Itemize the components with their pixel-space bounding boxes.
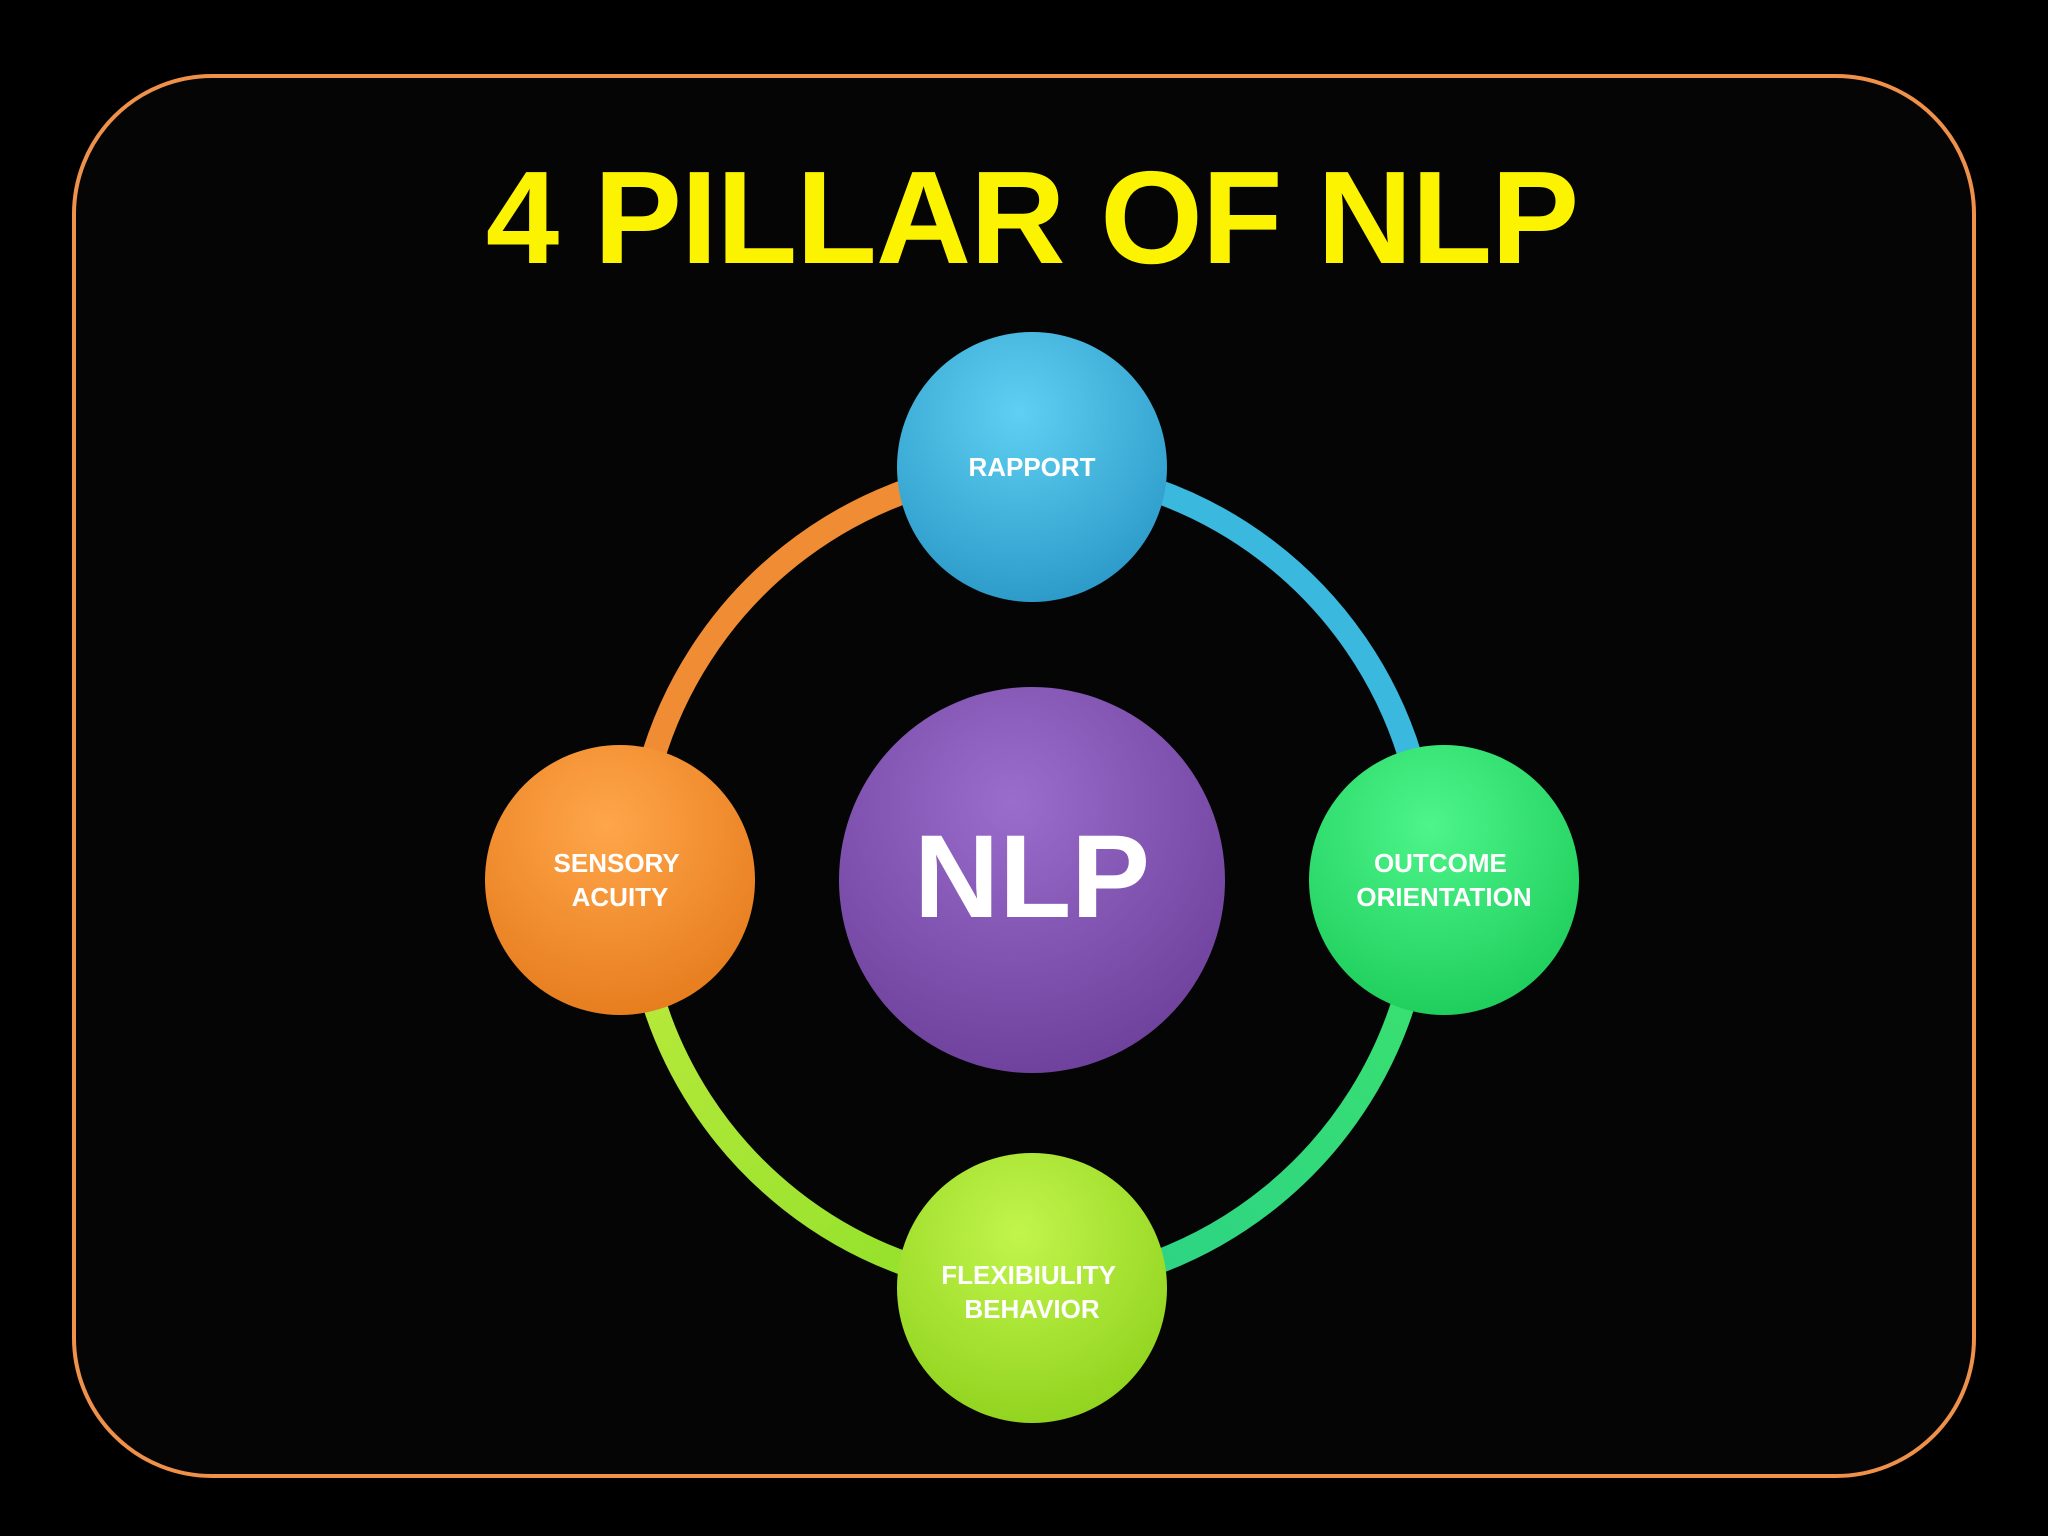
pillar-outcome-line-1: OUTCOME	[1374, 848, 1507, 878]
pillar-sensory-label: SENSORY ACUITY	[554, 848, 687, 912]
center-node: NLP	[839, 687, 1225, 1073]
center-label: NLP	[914, 811, 1150, 943]
pillar-flexibility-line-2: BEHAVIOR	[964, 1294, 1100, 1324]
pillar-flexibility: FLEXIBIULITY BEHAVIOR	[897, 1153, 1167, 1423]
pillar-sensory: SENSORY ACUITY	[485, 745, 755, 1015]
pillar-outcome-label: OUTCOME ORIENTATION	[1356, 848, 1531, 912]
pillar-rapport-line-1: RAPPORT	[968, 452, 1095, 482]
pillar-sensory-line-2: ACUITY	[572, 882, 669, 912]
pillar-outcome-line-2: ORIENTATION	[1356, 882, 1531, 912]
pillar-rapport-label: RAPPORT	[968, 452, 1095, 482]
slide-title: 4 PILLAR OF NLP	[485, 144, 1579, 291]
pillar-outcome: OUTCOME ORIENTATION	[1309, 745, 1579, 1015]
pillar-rapport: RAPPORT	[897, 332, 1167, 602]
pillar-flexibility-label: FLEXIBIULITY BEHAVIOR	[941, 1260, 1123, 1324]
pillar-flexibility-line-1: FLEXIBIULITY	[941, 1260, 1115, 1290]
pillar-sensory-line-1: SENSORY	[554, 848, 680, 878]
